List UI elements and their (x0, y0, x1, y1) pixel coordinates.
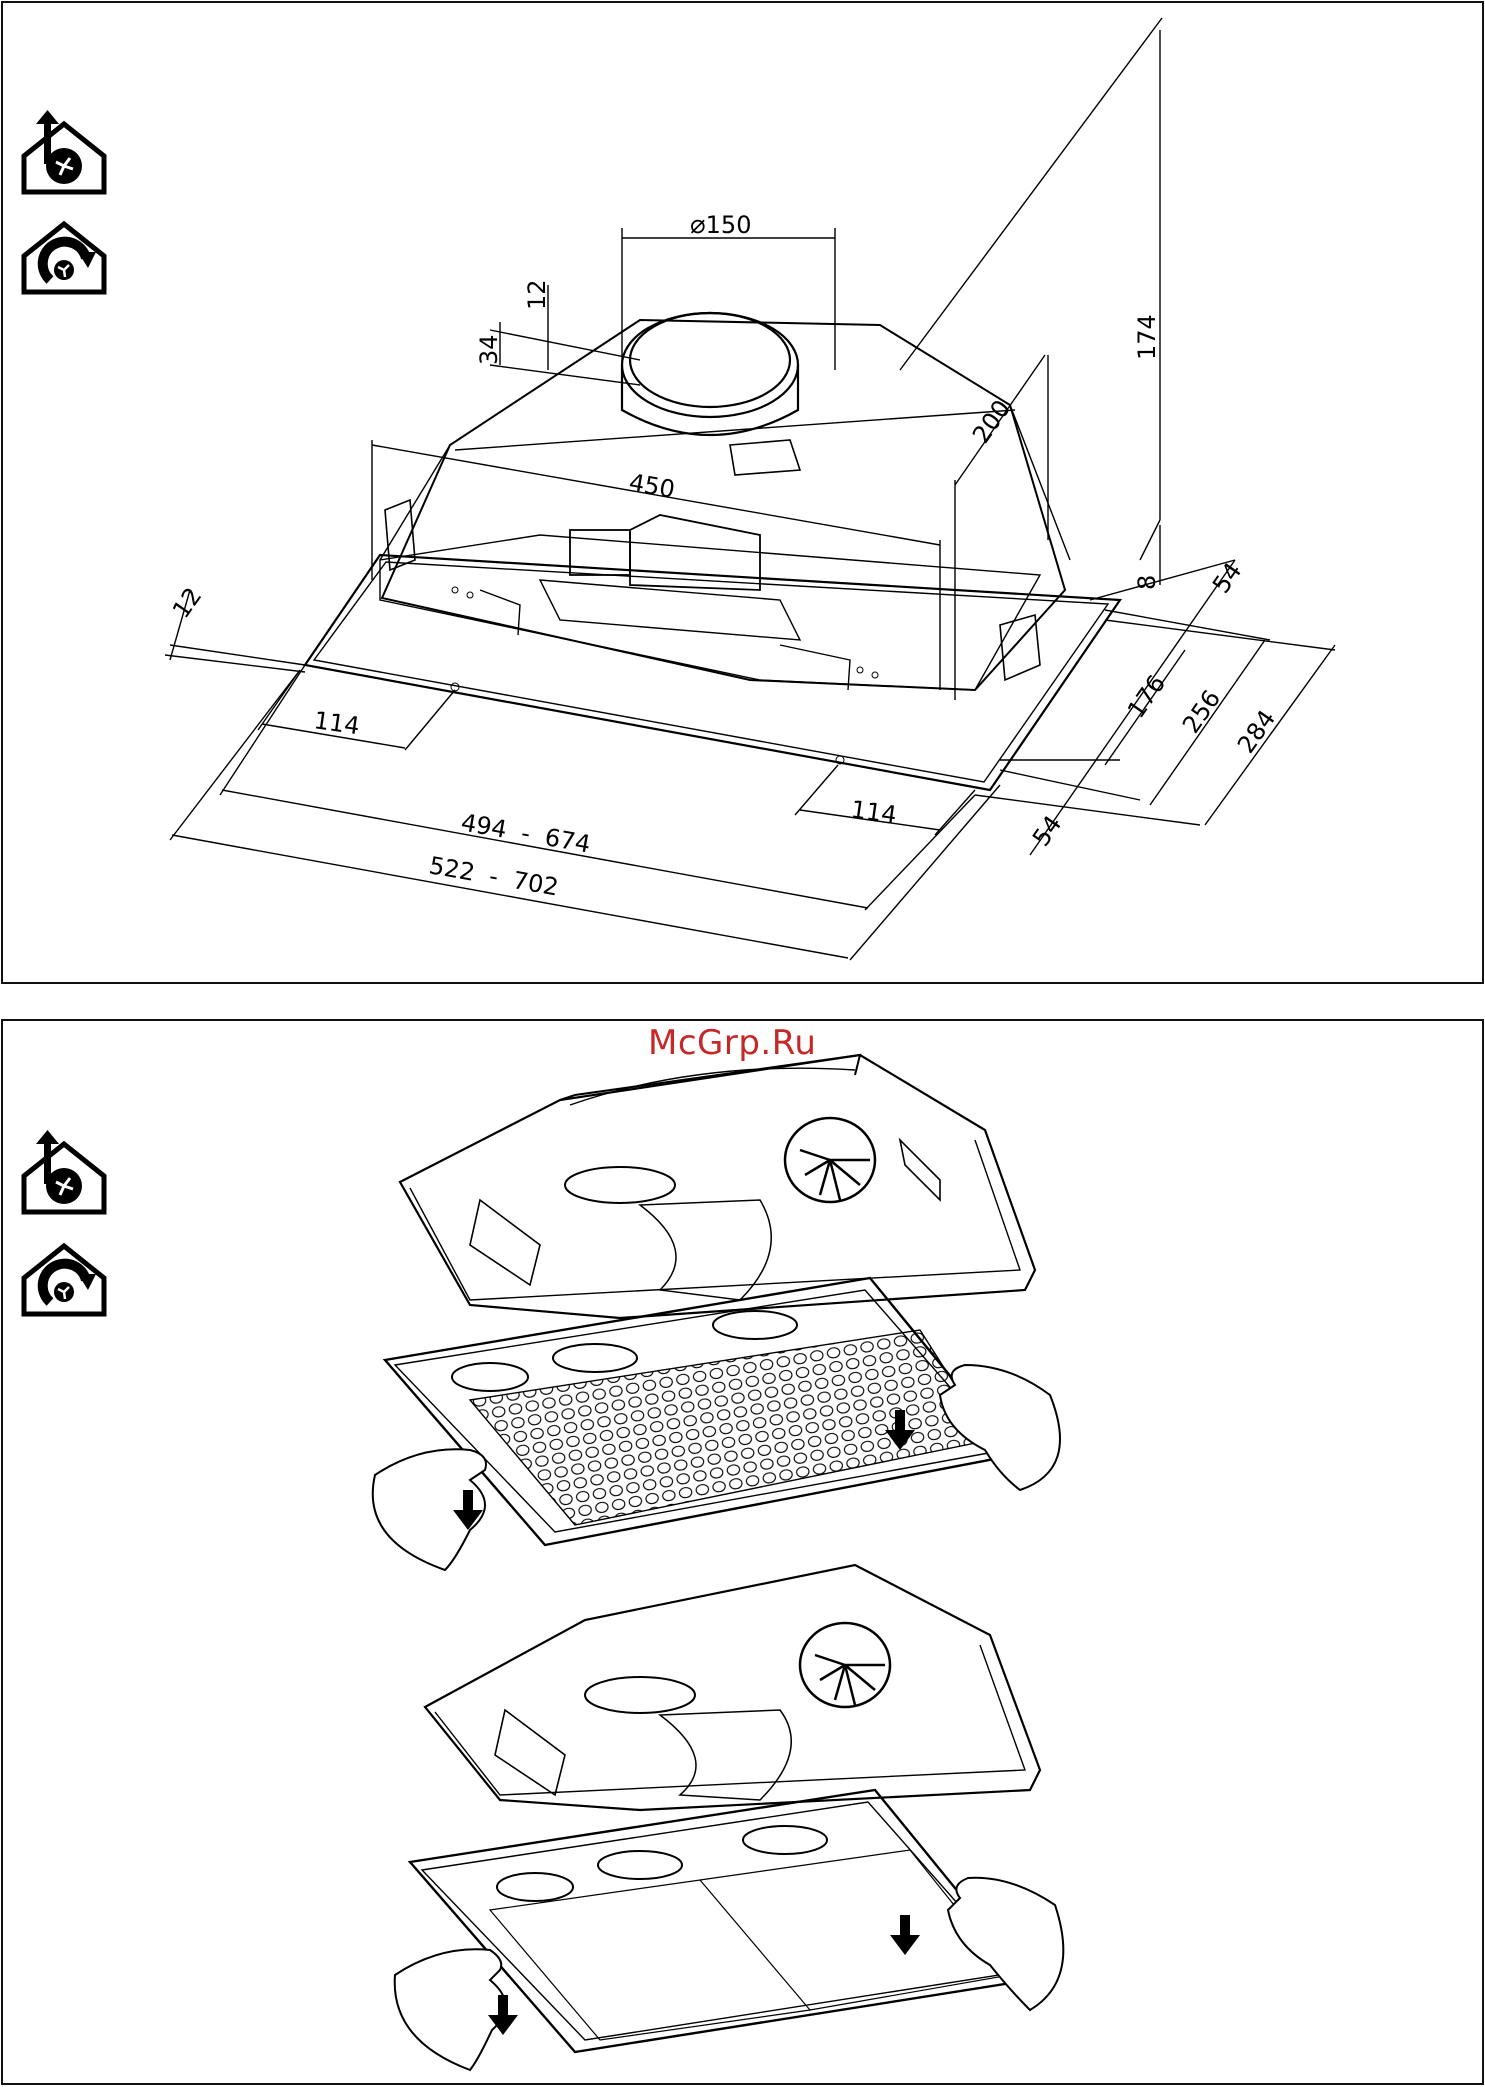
filter-removal-drawing (0, 0, 1485, 2087)
